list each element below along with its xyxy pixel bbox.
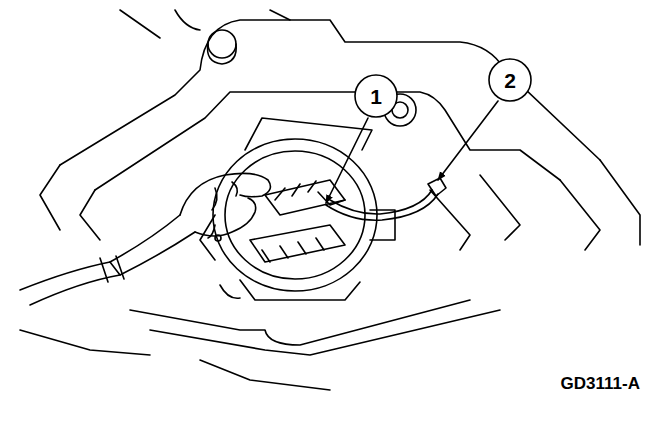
callout-circle: 2 [488, 58, 532, 102]
callout-circle: 1 [354, 74, 398, 118]
callout-number: 2 [504, 70, 516, 91]
figure-number: GD3111-A [561, 374, 640, 394]
callout-number: 1 [370, 86, 382, 107]
